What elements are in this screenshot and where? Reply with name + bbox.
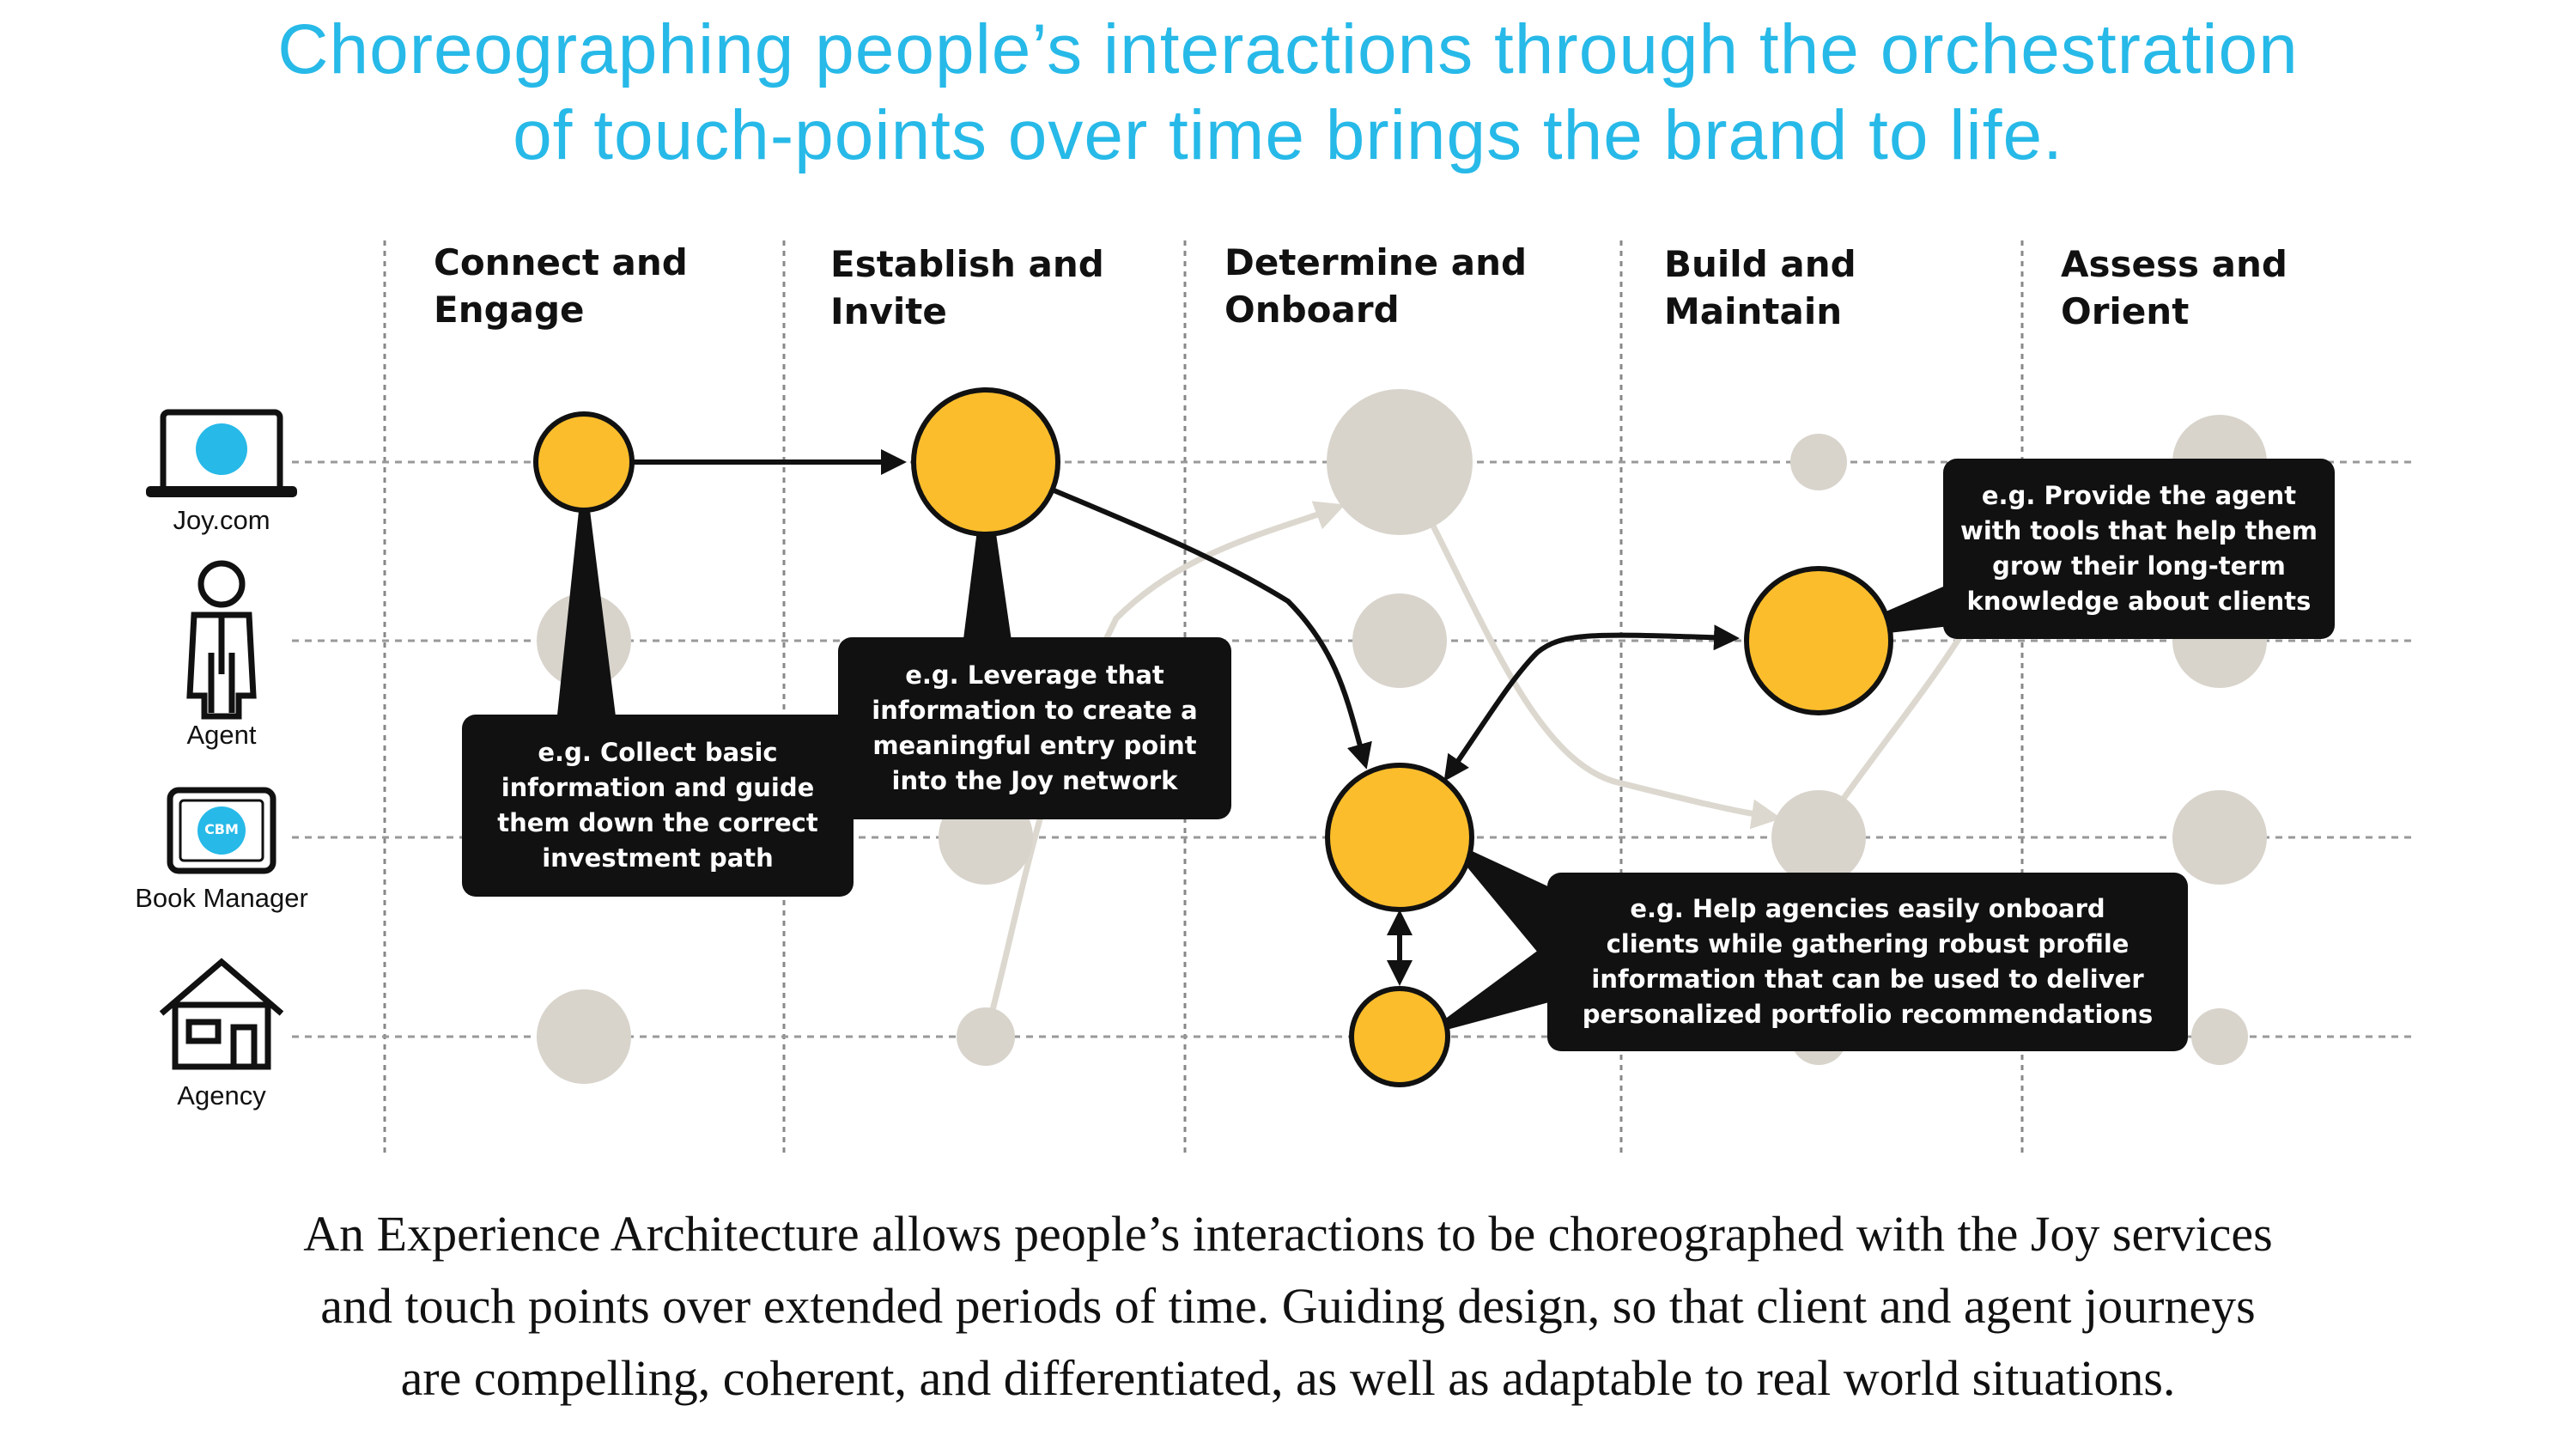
pointer-onboard-upper (1443, 837, 1563, 962)
pointer-establish (962, 462, 1013, 653)
gray-node-assess-bookmanager (2172, 790, 2267, 885)
stage-assess-orient: Assess and Orient (2061, 240, 2287, 335)
footer-paragraph: An Experience Architecture allows people… (0, 1198, 2576, 1415)
callout-establish-text: e.g. Leverage that information to create… (872, 660, 1198, 795)
arrow-onboard-to-build (1443, 624, 1740, 782)
callout-onboard-text: e.g. Help agencies easily onboard client… (1582, 894, 2154, 1029)
gray-node-establish-agency (957, 1007, 1015, 1066)
stage-4-line-1: Build and (1664, 243, 1856, 285)
actor-label-agency: Agency (177, 1080, 266, 1111)
headline-line-1: Choreographing people’s interactions thr… (277, 10, 2299, 88)
stage-5-line-1: Assess and (2061, 243, 2287, 285)
person-icon (186, 560, 257, 720)
yellow-node-connect (533, 411, 635, 513)
stage-5-line-2: Orient (2061, 290, 2190, 332)
gray-node-assess-agency (2191, 1008, 2248, 1065)
actor-label-joycom: Joy.com (173, 505, 270, 535)
callout-connect: e.g. Collect basic information and guide… (462, 715, 854, 897)
house-icon (159, 958, 284, 1070)
stage-2-line-1: Establish and (830, 243, 1104, 285)
stage-4-line-2: Maintain (1664, 290, 1843, 332)
footer-line-1: An Experience Architecture allows people… (303, 1206, 2273, 1262)
callout-build: e.g. Provide the agent with tools that h… (1943, 459, 2335, 639)
arrow-establish-to-onboard (1050, 487, 1372, 770)
active-nodes (533, 387, 1893, 1087)
cbm-badge: CBM (204, 821, 239, 837)
yellow-node-build-agent (1744, 566, 1893, 715)
yellow-node-onboard-agency (1349, 986, 1450, 1087)
stage-build-maintain: Build and Maintain (1664, 240, 1856, 335)
gray-node-onboard-agent (1352, 593, 1447, 688)
stage-3-line-1: Determine and (1224, 241, 1528, 283)
headline: Choreographing people’s interactions thr… (0, 7, 2576, 179)
callout-establish: e.g. Leverage that information to create… (838, 637, 1231, 819)
actor-label-agent: Agent (186, 720, 257, 750)
pointer-onboard-lower (1421, 945, 1571, 1037)
stage-1-line-1: Connect and (434, 241, 688, 283)
tablet-icon (167, 787, 276, 874)
stage-establish-invite: Establish and Invite (830, 240, 1104, 335)
gray-node-build-bookmanager (1771, 790, 1866, 885)
laptop-icon (146, 409, 297, 497)
footer-line-3: are compelling, coherent, and differenti… (400, 1350, 2176, 1406)
callout-build-text: e.g. Provide the agent with tools that h… (1960, 481, 2318, 616)
stage-3-line-2: Onboard (1224, 289, 1400, 331)
stage-2-line-2: Invite (830, 290, 947, 332)
callout-connect-text: e.g. Collect basic information and guide… (497, 738, 818, 873)
gray-node-build-joycom (1790, 434, 1847, 490)
stage-connect-engage: Connect and Engage (434, 239, 688, 333)
gray-node-onboard-joycom (1327, 389, 1473, 535)
actor-label-book-manager: Book Manager (135, 883, 308, 913)
yellow-node-establish (911, 387, 1060, 537)
footer-line-2: and touch points over extended periods o… (320, 1278, 2256, 1334)
yellow-node-onboard-bookmanager (1325, 763, 1474, 912)
gray-node-connect-agency (537, 989, 631, 1084)
pointer-connect (556, 462, 617, 723)
stage-determine-onboard: Determine and Onboard (1224, 239, 1527, 333)
stage-1-line-2: Engage (434, 289, 585, 331)
active-paths (634, 449, 1740, 986)
callout-onboard: e.g. Help agencies easily onboard client… (1547, 873, 2188, 1051)
headline-line-2: of touch-points over time brings the bra… (513, 96, 2063, 174)
